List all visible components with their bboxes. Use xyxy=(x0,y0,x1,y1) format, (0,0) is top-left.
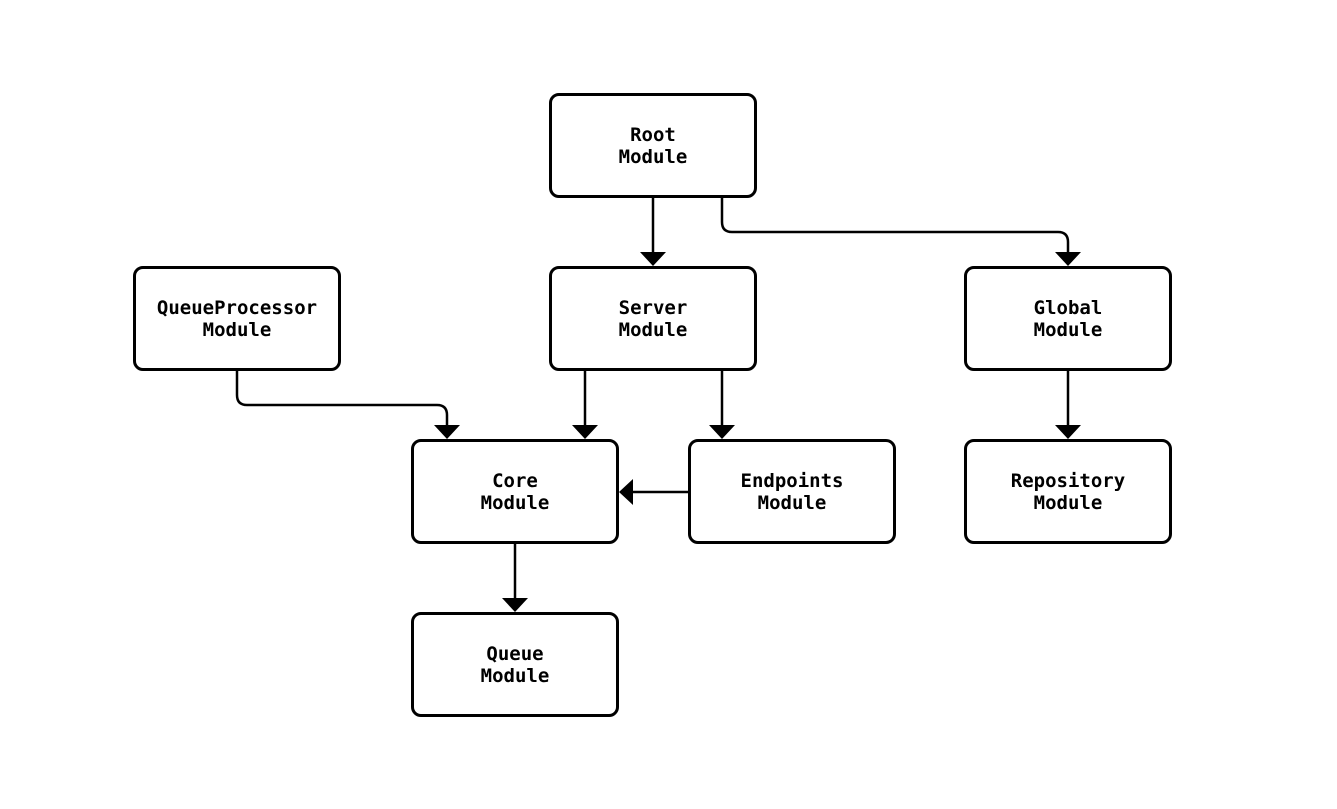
edge-server-to-endpoints xyxy=(709,371,735,439)
node-queue-module-name: Queue xyxy=(486,642,544,665)
node-repository-module-name: Repository xyxy=(1010,469,1126,492)
node-repository-module: Repository Module xyxy=(964,439,1172,544)
node-queueprocessor-module-suffix: Module xyxy=(202,318,272,341)
node-core-module-name: Core xyxy=(492,469,538,492)
node-root-module-suffix: Module xyxy=(618,145,688,168)
node-endpoints-module: Endpoints Module xyxy=(688,439,896,544)
node-endpoints-module-suffix: Module xyxy=(757,491,827,514)
edge-queueprocessor-to-core xyxy=(235,371,460,439)
node-server-module-suffix: Module xyxy=(618,318,688,341)
edge-server-to-core xyxy=(572,371,598,439)
node-global-module-name: Global xyxy=(1033,296,1103,319)
edge-root-to-server xyxy=(640,198,666,266)
node-repository-module-suffix: Module xyxy=(1033,491,1103,514)
edge-endpoints-to-core xyxy=(619,479,688,505)
edge-global-to-repository xyxy=(1055,371,1081,439)
node-global-module-suffix: Module xyxy=(1033,318,1103,341)
edge-root-to-global xyxy=(720,198,1081,266)
edge-core-to-queue xyxy=(502,544,528,612)
node-queueprocessor-module: QueueProcessor Module xyxy=(133,266,341,371)
node-global-module: Global Module xyxy=(964,266,1172,371)
node-queue-module: Queue Module xyxy=(411,612,619,717)
node-root-module: Root Module xyxy=(549,93,757,198)
node-queueprocessor-module-name: QueueProcessor xyxy=(156,296,318,319)
node-server-module-name: Server xyxy=(618,296,688,319)
node-server-module: Server Module xyxy=(549,266,757,371)
node-endpoints-module-name: Endpoints xyxy=(740,469,844,492)
node-queue-module-suffix: Module xyxy=(480,664,550,687)
node-root-module-name: Root xyxy=(630,123,676,146)
node-core-module: Core Module xyxy=(411,439,619,544)
node-core-module-suffix: Module xyxy=(480,491,550,514)
